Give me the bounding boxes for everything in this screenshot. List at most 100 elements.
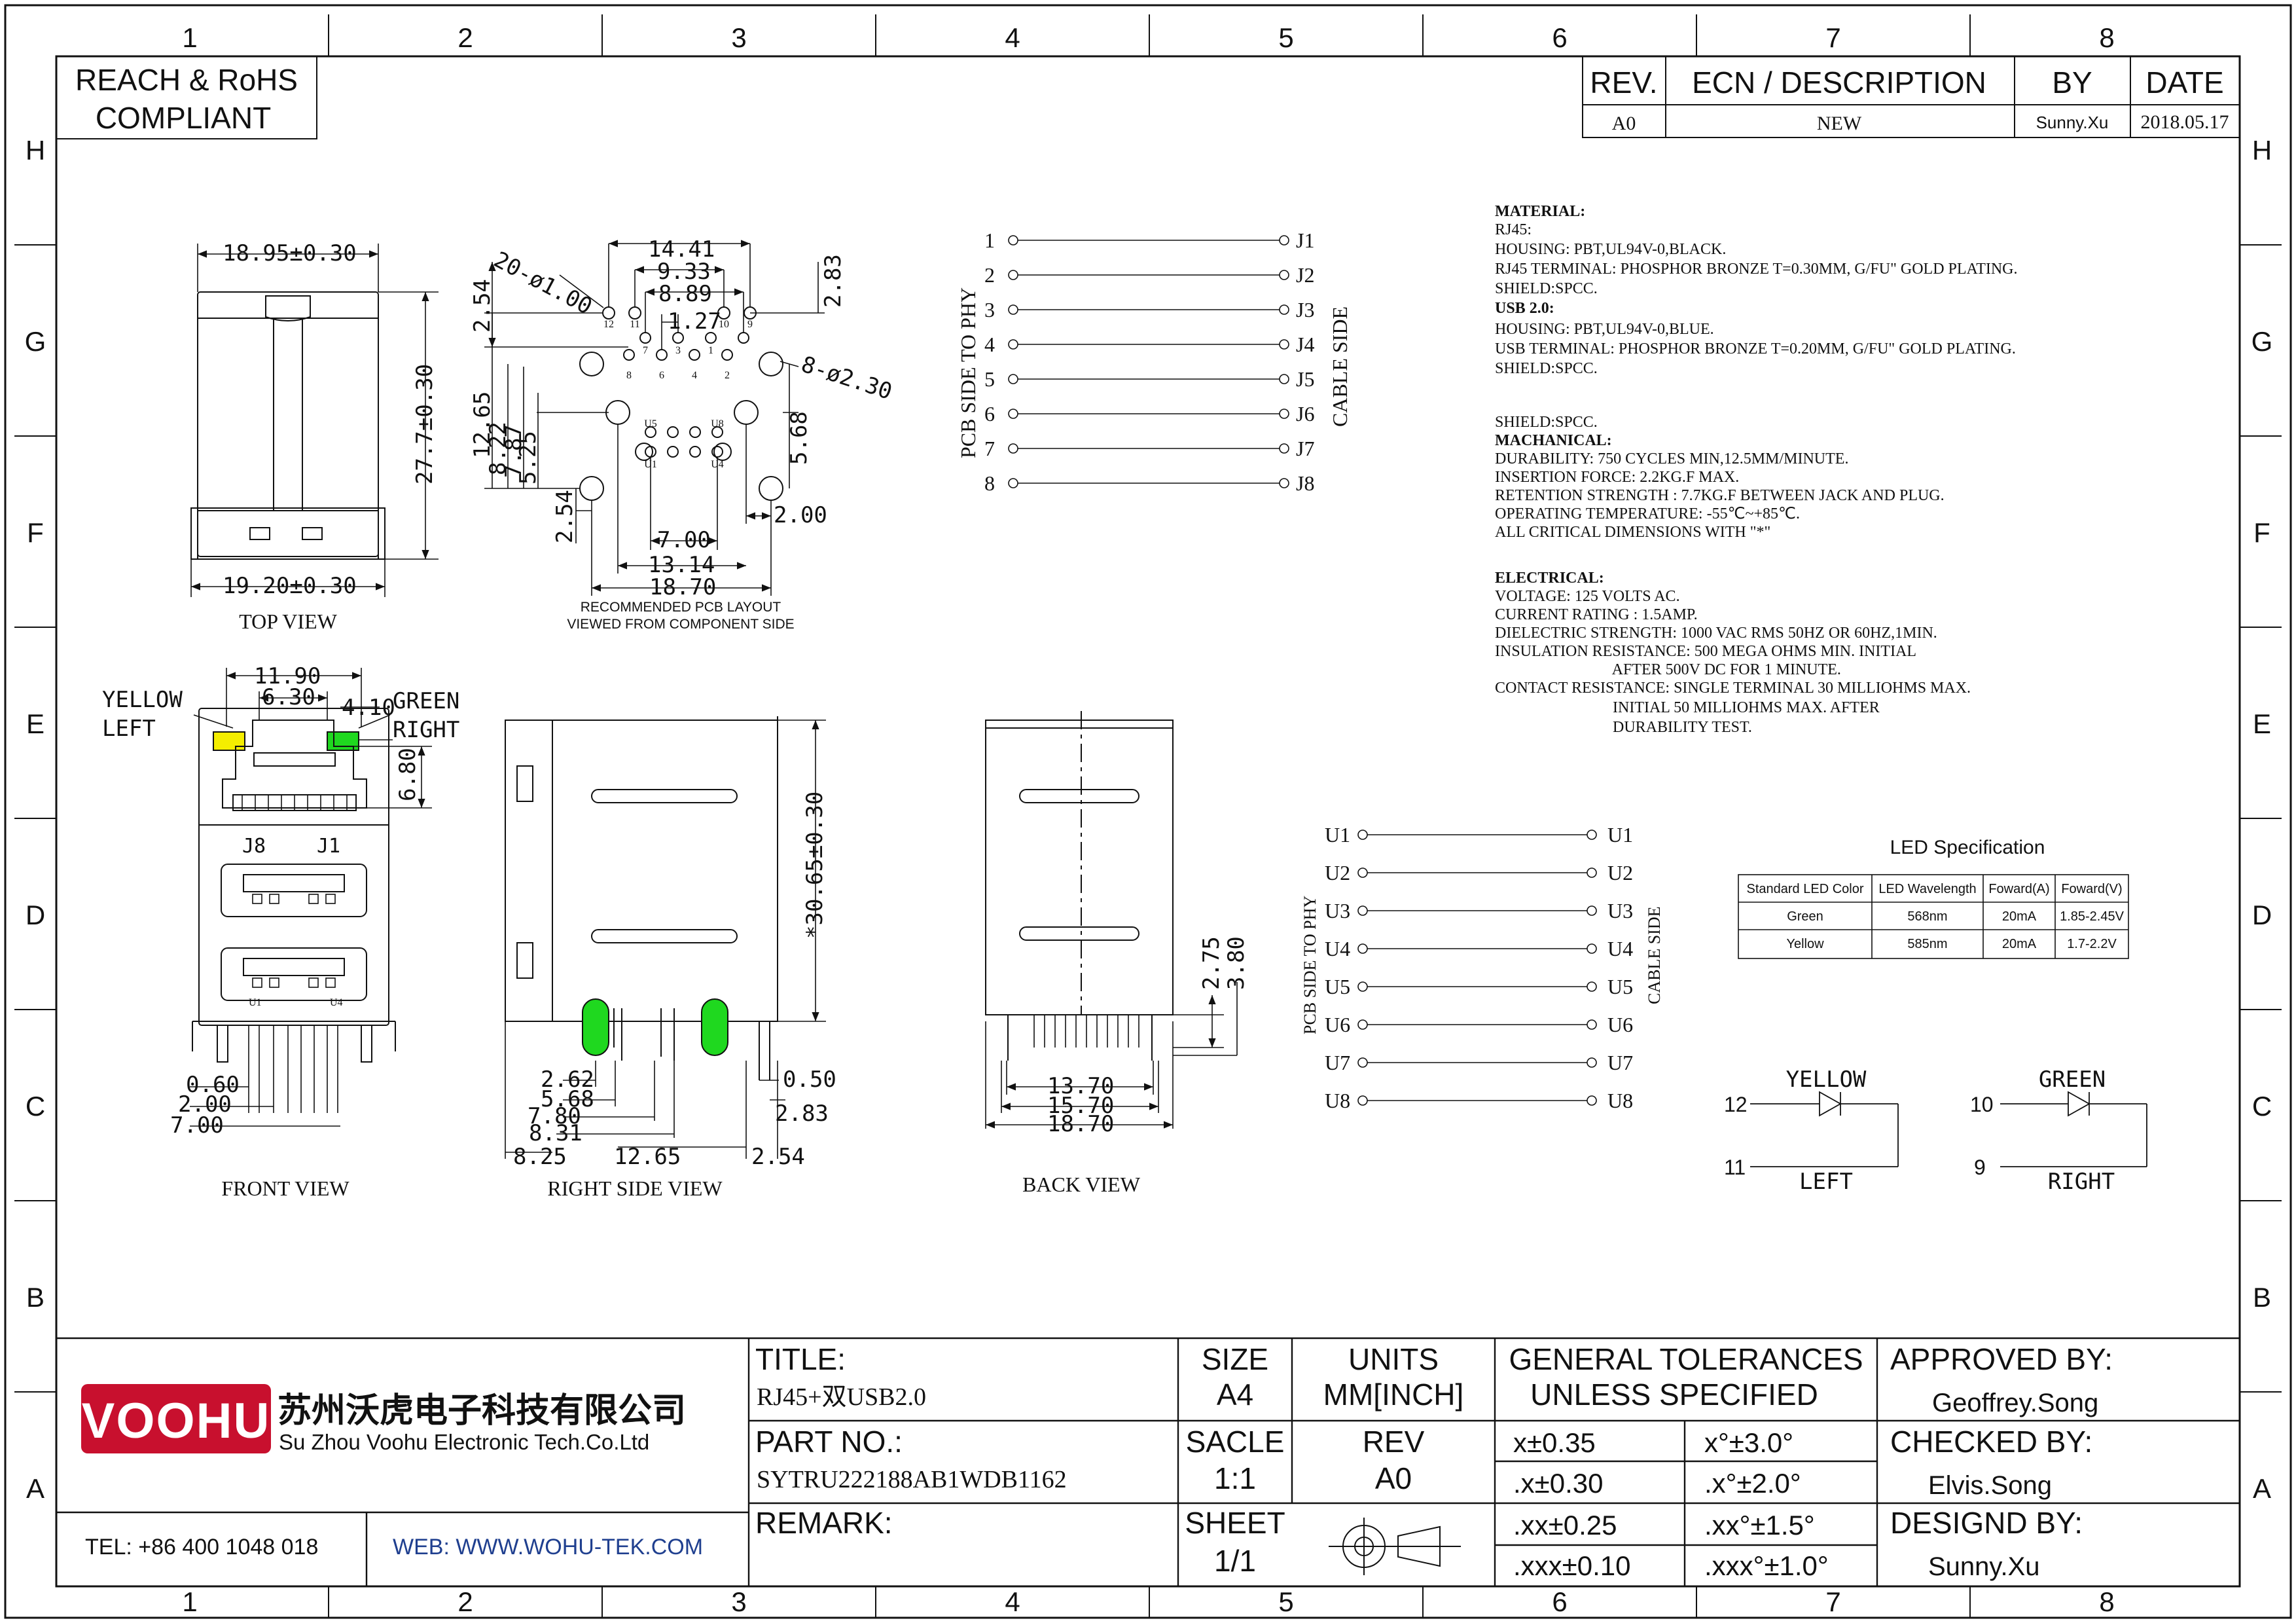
dim-side-8-31: 8.31: [529, 1120, 583, 1146]
usb-wire-start-2: [1357, 867, 1368, 878]
dim-top-width: 18.95±0.30: [223, 240, 357, 266]
front-view-dims: [190, 668, 432, 1127]
tolerance-header-1: GENERAL TOLERANCES: [1509, 1342, 1863, 1376]
usb-left-pin-u2: U2: [1325, 861, 1350, 884]
right-side-view: [505, 716, 778, 1080]
pcb-layout-label-2: VIEWED FROM COMPONENT SIDE: [567, 617, 794, 632]
rj45-schematic: PCB SIDE TO PHY CABLE SIDE 1 2 3 4 5 6 7…: [956, 228, 1352, 495]
notes-block: MATERIAL:RJ45:HOUSING: PBT,UL94V-0,BLACK…: [1495, 203, 2018, 736]
size-value: A4: [1217, 1377, 1253, 1412]
rj45-pin-2: 2: [984, 263, 995, 287]
rj45-pin-1: 1: [984, 228, 995, 252]
rj45-wire-end-5: [1279, 374, 1289, 384]
front-label-j1: J1: [317, 835, 340, 858]
led-schematic-yellow: YELLOW 12 11 LEFT: [1724, 1067, 1899, 1195]
zone-col-2-bottom: 2: [457, 1586, 473, 1617]
usb-wire-end-5: [1587, 981, 1597, 992]
dim-back-18-70: 18.70: [1047, 1111, 1114, 1137]
usb-left-pin-u6: U6: [1325, 1013, 1350, 1036]
rj45-wire-end-8: [1279, 478, 1289, 488]
rj45-wire-end-6: [1279, 409, 1289, 419]
pcb-pin-u4: U4: [711, 459, 724, 470]
tol-dot-x-deg: .x°±2.0°: [1704, 1468, 1801, 1499]
led-green-pin-k: 9: [1974, 1156, 1986, 1179]
dim-front-4-10: 4.10: [342, 695, 395, 721]
led-spec-yellow-forward-a: 20mA: [2002, 937, 2037, 951]
zone-row-a-right: A: [2253, 1473, 2271, 1504]
dim-pcb-2-54-bot: 2.54: [552, 490, 578, 543]
units-value: MM[INCH]: [1323, 1377, 1464, 1412]
units-label: UNITS: [1348, 1342, 1439, 1376]
usb-wire-end-6: [1587, 1019, 1597, 1030]
checked-value: Elvis.Song: [1928, 1471, 2052, 1500]
dim-pcb-8-89: 8.89: [658, 281, 712, 307]
dim-pcb-13-14: 13.14: [648, 552, 715, 578]
rj45-wire-start-5: [1008, 374, 1018, 384]
dim-pcb-7-87: 7.87: [501, 424, 527, 478]
front-label-yellow: YELLOW: [102, 687, 183, 713]
dim-back-3-80: 3.80: [1223, 936, 1249, 990]
zone-row-h-right: H: [2252, 135, 2272, 166]
front-label-left: LEFT: [102, 716, 156, 742]
usb-left-pin-u5: U5: [1325, 975, 1350, 998]
zone-col-8-bottom: 8: [2099, 1586, 2114, 1617]
rj45-wire-end-7: [1279, 443, 1289, 454]
rj45-pin-j5: J5: [1296, 367, 1314, 391]
note-line-7: HOUSING: PBT,UL94V-0,BLUE.: [1495, 321, 1714, 338]
note-line-15: RETENTION STRENGTH : 7.7KG.F BETWEEN JAC…: [1495, 487, 1945, 504]
led-spec-header-wavelength: LED Wavelength: [1878, 882, 1976, 896]
dim-top-height: 27.7±0.30: [412, 364, 438, 484]
zone-row-e-right: E: [2253, 708, 2271, 739]
compliance-line-2: COMPLIANT: [96, 101, 271, 135]
company-web: WEB: WWW.WOHU-TEK.COM: [393, 1535, 703, 1559]
led-spec-yellow-wavelength: 585nm: [1907, 937, 1947, 951]
dim-side-7-80: 7.80: [528, 1103, 581, 1129]
dim-pcb-7-00: 7.00: [657, 527, 711, 553]
back-view-label: BACK VIEW: [1022, 1173, 1141, 1196]
pcb-pin-12: 12: [603, 319, 614, 330]
usb-wire-start-6: [1357, 1019, 1368, 1030]
usb-wire-start-1: [1357, 830, 1368, 840]
led-spec-table: LED Specification Standard LED Color LED…: [1738, 837, 2129, 959]
rj45-wire-end-4: [1279, 339, 1289, 350]
zone-col-7-bottom: 7: [1825, 1586, 1840, 1617]
usb-wire-end-3: [1587, 905, 1597, 916]
usb-right-pin-u1: U1: [1607, 823, 1633, 847]
dim-side-12-65: 12.65: [614, 1144, 681, 1170]
usb-wire-start-4: [1357, 943, 1368, 954]
ecn-value: NEW: [1817, 113, 1862, 134]
rj45-wire-end-2: [1279, 270, 1289, 280]
company-name-en: Su Zhou Voohu Electronic Tech.Co.Ltd: [279, 1430, 649, 1454]
rj45-cable-side-label: CABLE SIDE: [1328, 306, 1352, 427]
dim-pcb-14-41: 14.41: [648, 236, 715, 263]
dim-pcb-2-83: 2.83: [820, 254, 846, 308]
dim-pcb-5-68: 5.68: [786, 411, 812, 465]
zone-col-5-top: 5: [1278, 22, 1293, 53]
tol-dot-xx: .xx±0.25: [1513, 1510, 1617, 1541]
revision-table: REV. ECN / DESCRIPTION BY DATE A0 NEW Su…: [1582, 56, 2240, 138]
note-line-16: OPERATING TEMPERATURE: -55℃~+85℃.: [1495, 505, 1800, 522]
note-line-20: VOLTAGE: 125 VOLTS AC.: [1495, 588, 1680, 605]
zone-row-d-right: D: [2252, 900, 2272, 930]
front-label-green: GREEN: [393, 688, 459, 714]
approved-value: Geoffrey.Song: [1932, 1389, 2098, 1417]
rj45-wire-end-1: [1279, 235, 1289, 246]
zone-col-1-top: 1: [182, 22, 197, 53]
dim-pcb-2-54-top: 2.54: [469, 279, 495, 333]
led-green-name: GREEN: [2039, 1067, 2106, 1093]
rj45-pin-j7: J7: [1296, 437, 1314, 460]
led-spec-green-forward-a: 20mA: [2002, 909, 2037, 924]
checked-label: CHECKED BY:: [1890, 1425, 2092, 1459]
tol-x: x±0.35: [1513, 1427, 1596, 1458]
usb-right-pin-u6: U6: [1607, 1013, 1633, 1036]
rj45-pin-j8: J8: [1296, 471, 1314, 495]
led-yellow-side: LEFT: [1799, 1169, 1853, 1195]
tol-x-deg: x°±3.0°: [1704, 1427, 1793, 1458]
pcb-pin-1: 1: [708, 345, 713, 356]
rev-header-ecn: ECN / DESCRIPTION: [1692, 65, 1986, 100]
led-green-side: RIGHT: [2048, 1169, 2115, 1195]
rj45-pin-j2: J2: [1296, 263, 1314, 287]
rev-label: REV: [1363, 1425, 1425, 1459]
usb-left-pin-u8: U8: [1325, 1089, 1350, 1112]
